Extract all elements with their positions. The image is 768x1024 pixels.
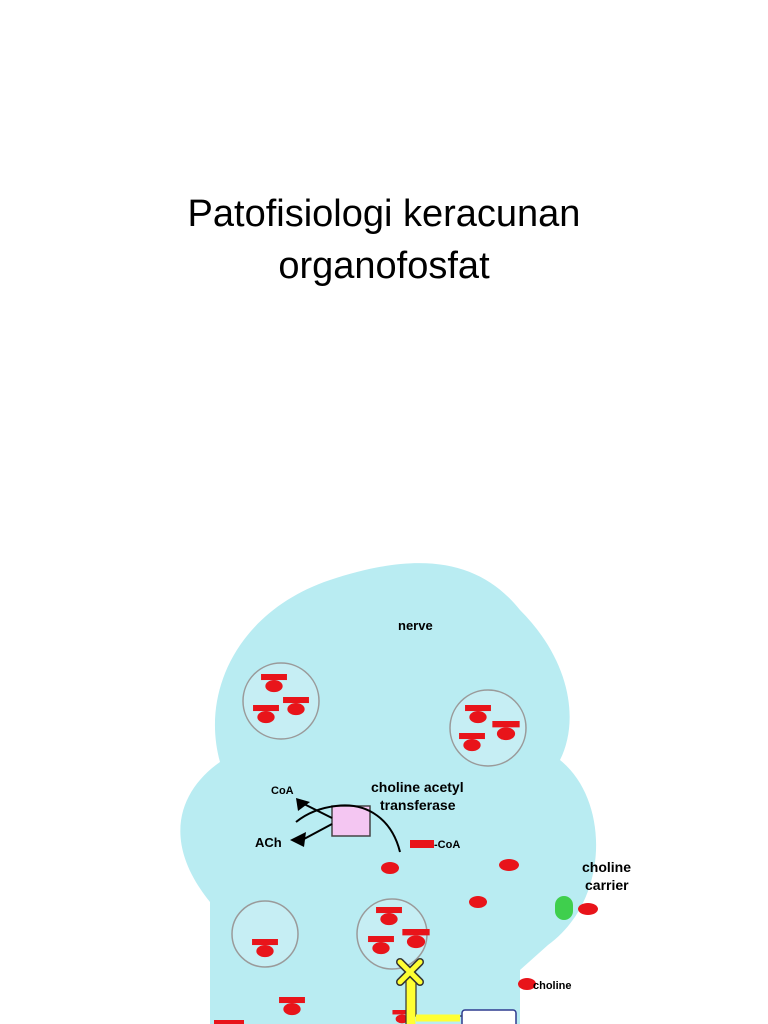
acetylcholinesterase-box — [461, 1009, 517, 1024]
choline-carrier — [555, 896, 573, 920]
label-choline: choline — [533, 980, 572, 992]
title-line-1: Patofisiologi keracunan — [187, 193, 581, 235]
ach-arrowhead — [290, 832, 306, 847]
label-carrier-line-2: carrier — [585, 877, 629, 893]
choline-molecule — [381, 862, 399, 874]
inhibition-x-icon — [396, 958, 424, 986]
choline-molecule — [518, 978, 536, 990]
label-enzyme-line-1: choline acetyl — [371, 779, 464, 795]
ach-release-line — [303, 823, 333, 840]
choline-molecule — [499, 859, 519, 871]
label-acetyl-coa: -CoA — [434, 839, 460, 851]
label-nerve: nerve — [398, 618, 433, 633]
reaction-arrow — [295, 804, 401, 853]
title-line-2: organofosfat — [278, 245, 490, 287]
label-enzyme-line-2: transferase — [380, 797, 456, 813]
coa-release-line — [303, 803, 333, 819]
ach-molecule-partial — [214, 1020, 244, 1024]
page-title: Patofisiologi keracunan organofosfat — [0, 188, 768, 292]
diagram-canvas: nerve CoA choline acetyl transferase ACh… — [180, 563, 631, 1024]
label-carrier-line-1: choline — [582, 859, 631, 875]
vesicle-bottom-left — [231, 900, 299, 968]
vesicle-top-right — [449, 689, 527, 767]
label-ach: ACh — [255, 835, 282, 850]
acetyl-coa-molecule — [410, 840, 434, 848]
choline-molecule — [578, 903, 598, 915]
choline-molecule — [469, 896, 487, 908]
label-coa: CoA — [271, 785, 294, 797]
nerve-terminal-diagram: nerve CoA choline acetyl transferase ACh… — [0, 540, 768, 1024]
coa-arrowhead — [296, 798, 310, 811]
choline-acetyltransferase-enzyme — [331, 805, 371, 837]
